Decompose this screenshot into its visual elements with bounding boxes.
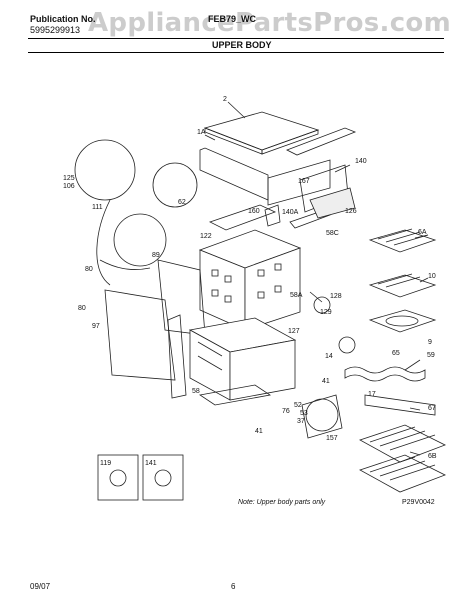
callout-labels: 2 1A 140 167 140A 125 126 106 111 62 160… bbox=[63, 96, 437, 467]
wire-harness bbox=[96, 199, 151, 286]
callout-65: 65 bbox=[392, 350, 400, 357]
callout-6b: 6B bbox=[428, 453, 437, 460]
broil-pan bbox=[368, 309, 437, 333]
callout-53: 53 bbox=[300, 410, 308, 417]
cover-126 bbox=[309, 187, 356, 219]
detail-box-141 bbox=[142, 454, 184, 501]
bracket-140a bbox=[264, 204, 281, 227]
control-panel bbox=[267, 159, 331, 206]
callout-58c: 58C bbox=[326, 230, 339, 237]
callout-14: 14 bbox=[325, 353, 333, 360]
rack-lower-2 bbox=[359, 454, 446, 493]
callout-122: 122 bbox=[200, 233, 212, 240]
watermark: AppliancePartsPros.com bbox=[88, 8, 451, 38]
detail-circle-89 bbox=[113, 213, 167, 267]
top-trim bbox=[286, 127, 357, 156]
header-rule-bottom bbox=[28, 52, 444, 53]
top-panel bbox=[203, 111, 320, 155]
rack-lower-1 bbox=[359, 424, 446, 463]
broil-element bbox=[344, 366, 426, 382]
callout-129: 129 bbox=[320, 309, 332, 316]
callout-10: 10 bbox=[428, 273, 436, 280]
callout-128: 128 bbox=[330, 293, 342, 300]
oven-cavity-lower bbox=[188, 317, 297, 401]
callout-140a: 140A bbox=[282, 209, 299, 216]
callout-157: 157 bbox=[326, 435, 338, 442]
publication-number: 5995299913 bbox=[30, 25, 81, 35]
callout-97: 97 bbox=[92, 323, 100, 330]
detail-box-119 bbox=[97, 454, 139, 501]
publication-label: Publication No. bbox=[30, 14, 96, 24]
callout-41b: 41 bbox=[255, 428, 263, 435]
callout-167: 167 bbox=[298, 178, 310, 185]
callout-52: 52 bbox=[294, 402, 302, 409]
callout-119: 119 bbox=[100, 460, 111, 467]
side-panel-97 bbox=[104, 289, 176, 381]
fan-baffle bbox=[305, 398, 339, 432]
callout-76: 76 bbox=[282, 408, 290, 415]
detail-circle-62 bbox=[152, 162, 198, 208]
upper-body-note: Note: Upper body parts only bbox=[238, 499, 326, 506]
callout-58a: 58A bbox=[290, 292, 303, 299]
callout-127: 127 bbox=[288, 328, 300, 335]
footer-page: 6 bbox=[231, 582, 236, 591]
section-title: UPPER BODY bbox=[212, 40, 272, 50]
callout-2: 2 bbox=[223, 96, 227, 103]
callout-160: 160 bbox=[248, 208, 260, 215]
callout-37: 37 bbox=[297, 418, 305, 425]
model-number: FEB79_WC bbox=[208, 14, 257, 24]
drawing-code: P29V0042 bbox=[402, 499, 435, 506]
callout-125: 125 bbox=[63, 175, 75, 182]
fan-motor bbox=[313, 296, 331, 314]
footer-date: 09/07 bbox=[30, 582, 51, 591]
callout-1a: 1A bbox=[197, 129, 206, 136]
light-assembly bbox=[338, 336, 356, 354]
callout-67: 67 bbox=[428, 405, 436, 412]
callout-6a: 6A bbox=[418, 229, 427, 236]
callout-59: 59 bbox=[427, 352, 435, 359]
callout-80b: 80 bbox=[78, 305, 86, 312]
callout-111: 111 bbox=[92, 204, 103, 211]
callout-89: 89 bbox=[152, 252, 160, 259]
callout-62: 62 bbox=[178, 199, 186, 206]
broil-pan-insert bbox=[368, 273, 437, 298]
callout-140: 140 bbox=[355, 158, 367, 165]
callout-58: 58 bbox=[192, 388, 200, 395]
wrapper-122 bbox=[208, 204, 277, 231]
callout-41: 41 bbox=[322, 378, 330, 385]
bake-element bbox=[364, 394, 436, 416]
callout-141: 141 bbox=[145, 460, 157, 467]
callout-106: 106 bbox=[63, 183, 75, 190]
front-frame bbox=[167, 314, 187, 399]
oven-cavity-upper bbox=[198, 229, 302, 331]
detail-circle-111 bbox=[74, 139, 136, 201]
callout-126: 126 bbox=[345, 208, 357, 215]
callout-80: 80 bbox=[85, 266, 93, 273]
callout-17: 17 bbox=[368, 391, 376, 398]
front-panel bbox=[199, 147, 269, 201]
bottom-frame bbox=[198, 384, 272, 406]
header-rule-top bbox=[28, 38, 444, 39]
callout-9: 9 bbox=[428, 339, 432, 346]
